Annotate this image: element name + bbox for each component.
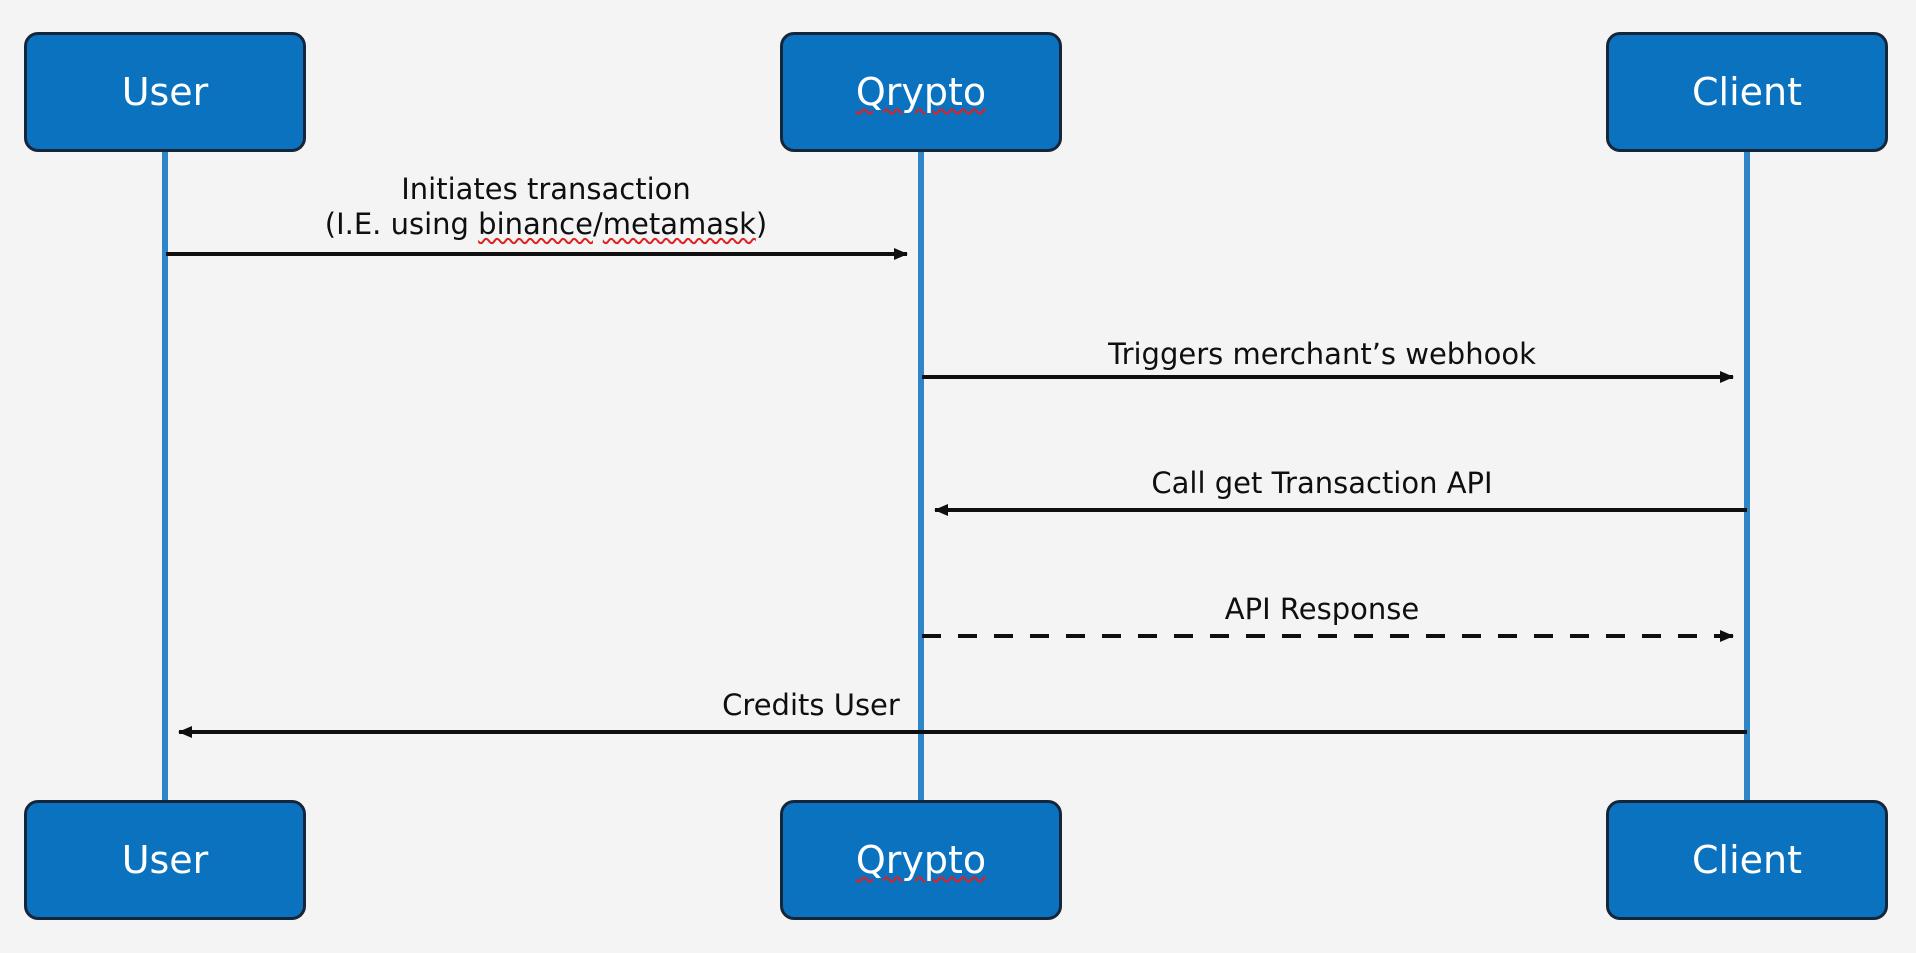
participant-box-user-bottom[interactable]: User [24, 800, 306, 920]
misspelled-word: binance [478, 207, 593, 242]
participant-box-client-top[interactable]: Client [1606, 32, 1888, 152]
message-label-line: Triggers merchant’s webhook [1108, 337, 1536, 371]
participant-box-qrypto-bottom[interactable]: Qrypto [780, 800, 1062, 920]
participant-label-client: Client [1691, 838, 1802, 882]
message-label-m2: Triggers merchant’s webhook [1108, 337, 1536, 372]
message-arrows-group [166, 248, 1747, 738]
message-label-line: (I.E. using binance/metamask) [324, 207, 768, 242]
message-label-line: API Response [1224, 592, 1420, 626]
message-label-m3: Call get Transaction API [1151, 466, 1492, 501]
participant-label-qrypto: Qrypto [855, 838, 987, 882]
message-label-line: Call get Transaction API [1151, 466, 1493, 500]
message-label-line: Credits User [722, 688, 900, 722]
misspelled-word: metamask [602, 207, 756, 242]
message-label-line: Initiates transaction [401, 172, 691, 206]
participant-box-user-top[interactable]: User [24, 32, 306, 152]
message-label-m5: Credits User [722, 688, 900, 723]
participant-box-qrypto-top[interactable]: Qrypto [780, 32, 1062, 152]
message-label-m1: Initiates transaction(I.E. using binance… [325, 172, 767, 243]
message-label-m4: API Response [1225, 592, 1419, 627]
lifelines-group [162, 152, 1750, 800]
participant-label-qrypto: Qrypto [855, 70, 987, 114]
participant-label-user: User [121, 838, 209, 882]
participant-box-client-bottom[interactable]: Client [1606, 800, 1888, 920]
participant-label-client: Client [1691, 70, 1802, 114]
participant-label-user: User [121, 70, 209, 114]
